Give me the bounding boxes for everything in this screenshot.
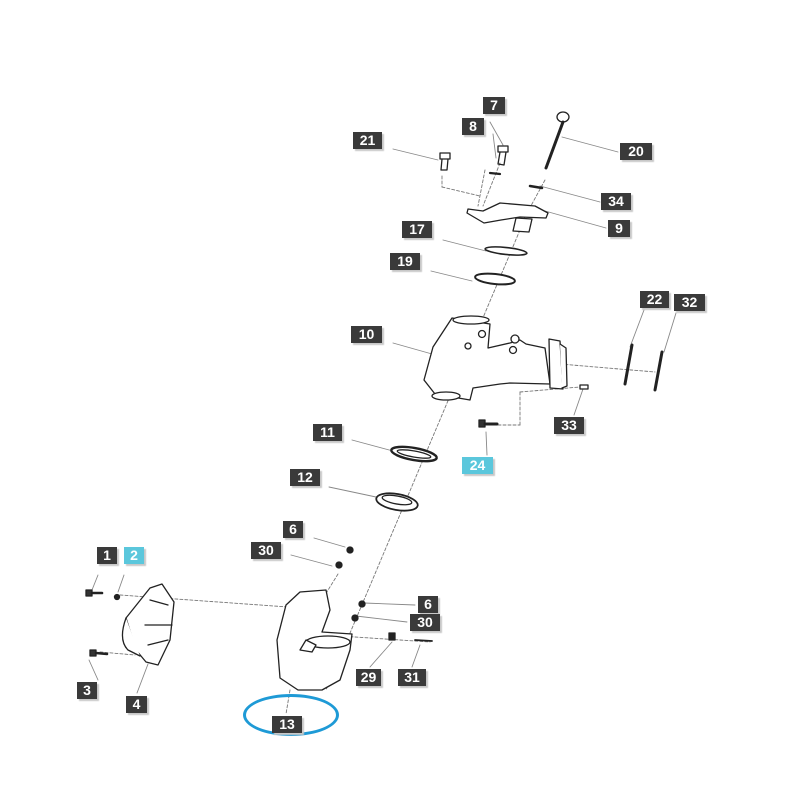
part-label-22[interactable]: 22 [640, 291, 669, 308]
part-label-24[interactable]: 24 [462, 457, 493, 474]
part-label-2[interactable]: 2 [124, 547, 144, 564]
part-13-lower-housing [276, 589, 353, 691]
part-label-30-upper[interactable]: 30 [251, 542, 281, 559]
part-label-34[interactable]: 34 [601, 193, 631, 210]
parts-6-30-nuts [335, 546, 396, 641]
part-7-bolt [497, 145, 509, 166]
part-1-bolt [85, 589, 104, 597]
part-19-seal [474, 272, 516, 286]
part-label-9[interactable]: 9 [608, 220, 630, 237]
part-label-29[interactable]: 29 [356, 669, 381, 686]
part-label-12[interactable]: 12 [290, 469, 320, 486]
part-label-7[interactable]: 7 [483, 97, 505, 114]
leader-lines [88, 121, 677, 694]
part-12-bearing [375, 492, 419, 512]
part-label-6-upper[interactable]: 6 [283, 521, 303, 538]
part-label-4[interactable]: 4 [126, 696, 147, 713]
part-11-oil-seal [390, 445, 438, 463]
part-label-3[interactable]: 3 [77, 682, 97, 699]
part-8-washer [488, 171, 502, 176]
part-label-17[interactable]: 17 [402, 221, 432, 238]
part-2-washer [113, 593, 121, 601]
part-label-11[interactable]: 11 [313, 424, 342, 441]
part-9-bracket [466, 202, 549, 233]
part-31-pin [414, 639, 433, 642]
part-17-seal [484, 246, 528, 256]
part-20-dipstick [544, 111, 570, 170]
part-label-1[interactable]: 1 [97, 547, 117, 564]
part-label-10[interactable]: 10 [351, 326, 382, 343]
part-label-8[interactable]: 8 [462, 118, 484, 135]
part-4-cover [121, 583, 175, 666]
part-label-30-lower[interactable]: 30 [410, 614, 440, 631]
part-3-bolt [89, 649, 109, 657]
part-32-o-ring [653, 350, 664, 392]
part-label-31[interactable]: 31 [398, 669, 426, 686]
part-label-20[interactable]: 20 [620, 143, 652, 160]
part-label-6-lower[interactable]: 6 [418, 596, 438, 613]
part-33-pin [579, 384, 589, 390]
assembly-axis-lines [99, 162, 656, 715]
selection-ring [243, 694, 339, 736]
part-24-bolt [478, 419, 499, 428]
part-label-33[interactable]: 33 [554, 417, 584, 434]
part-22-o-ring [623, 343, 634, 386]
part-10-gear-housing [423, 315, 568, 401]
part-21-bolt [439, 152, 451, 171]
part-label-13[interactable]: 13 [272, 716, 302, 733]
part-label-32[interactable]: 32 [674, 294, 705, 311]
part-label-19[interactable]: 19 [390, 253, 420, 270]
part-34-washer [528, 184, 544, 190]
part-label-21[interactable]: 21 [353, 132, 382, 149]
